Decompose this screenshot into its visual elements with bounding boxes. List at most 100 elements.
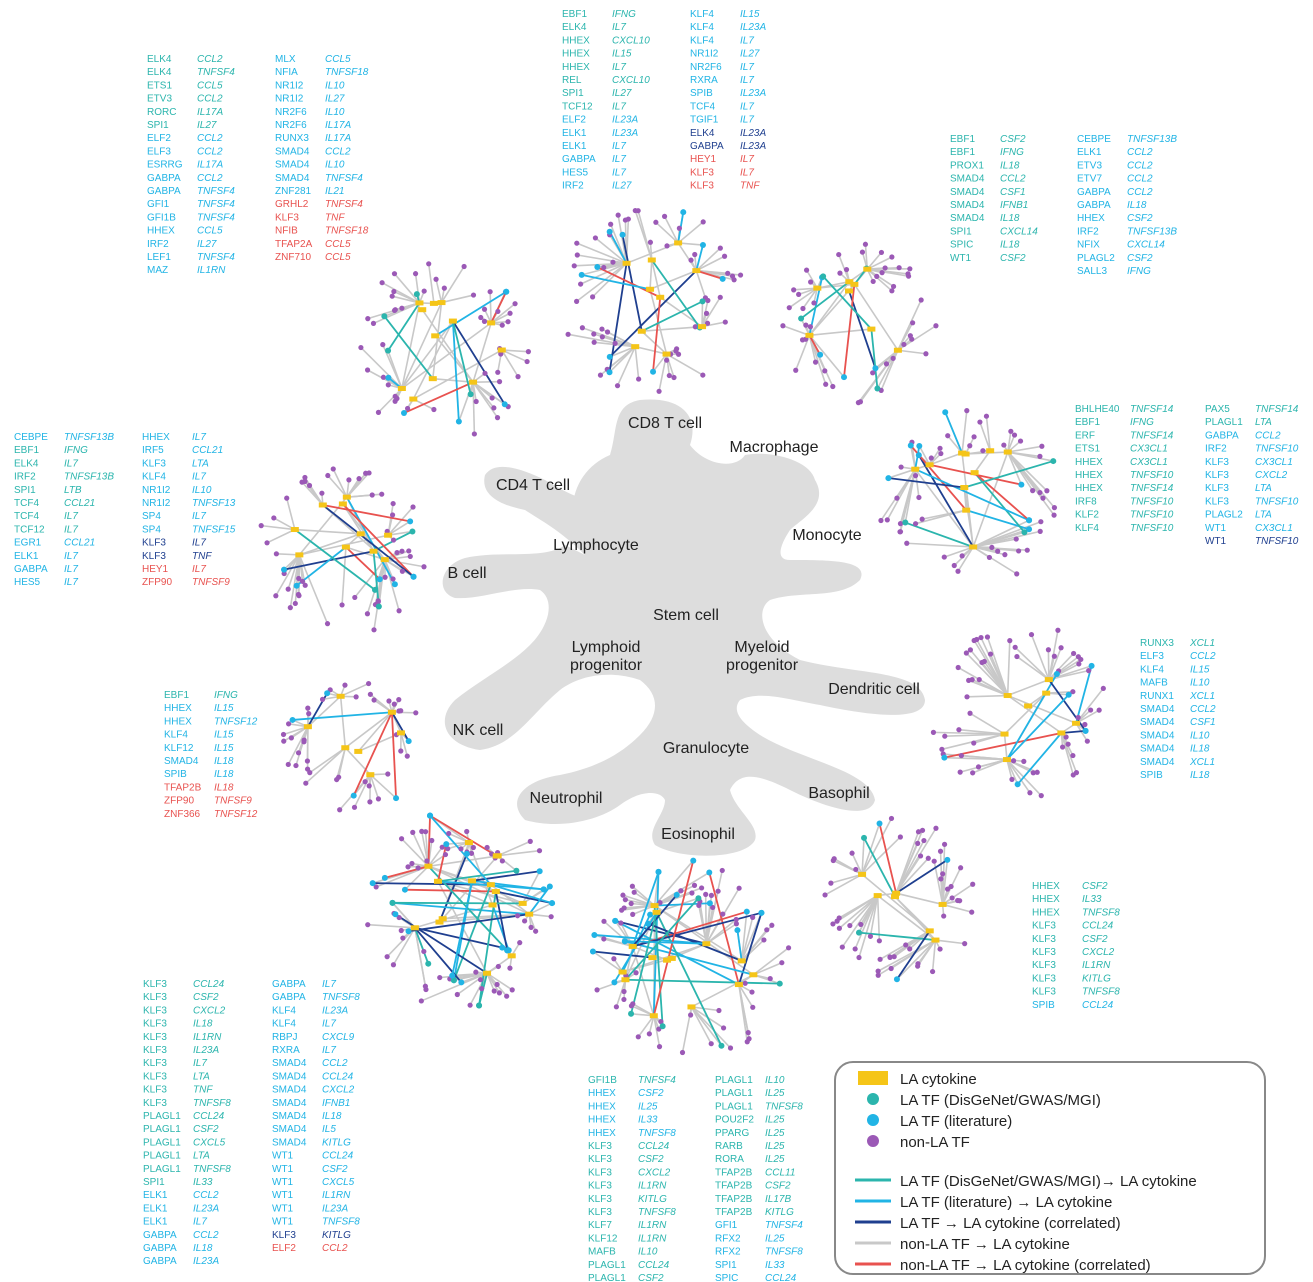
la-tf-node: [885, 475, 892, 482]
cytokine-node: [805, 332, 814, 338]
la-tf-node: [455, 418, 462, 425]
cytokine-name: IL7: [64, 551, 78, 562]
tf-node: [346, 477, 352, 483]
cytokine-name: TNFSF4: [325, 199, 363, 210]
edge-non-la: [401, 302, 443, 389]
tf-node: [441, 285, 447, 291]
edge-la: [651, 259, 701, 329]
tf-node: [967, 443, 973, 449]
tf-node: [1012, 644, 1018, 650]
tf-node: [898, 464, 904, 470]
tf-name: HEY1: [142, 564, 169, 575]
cytokine-name: TNFSF13B: [1127, 226, 1177, 237]
edge-non-la: [327, 475, 348, 498]
edge-non-la: [490, 303, 516, 324]
edge-non-la: [346, 494, 373, 498]
edge-la: [391, 711, 410, 742]
tf-name: WT1: [1205, 523, 1227, 534]
cytokine-name: TNF: [740, 181, 760, 192]
tf-node: [392, 307, 398, 313]
tf-node: [853, 866, 859, 873]
la-tf-node: [540, 886, 547, 893]
tf-node: [822, 892, 828, 898]
la-tf-node: [645, 920, 652, 927]
cytokine-name: TNFSF4: [325, 173, 363, 184]
tf-node: [614, 383, 621, 389]
cytokine-name: CCL2: [322, 1243, 348, 1254]
edge-non-la: [635, 345, 667, 355]
cytokine-name: IFNB1: [1000, 200, 1028, 211]
tf-node: [964, 694, 970, 700]
tf-node: [364, 611, 371, 617]
cytokine-node: [867, 326, 876, 332]
edge-non-la: [965, 652, 1009, 697]
tf-name: SPIB: [1140, 770, 1163, 781]
tf-name: GABPA: [272, 992, 306, 1003]
cytokine-name: CCL24: [638, 1141, 670, 1152]
tf-name: BHLHE40: [1075, 404, 1120, 415]
tf-name: ELK1: [143, 1217, 168, 1228]
tf-node: [722, 319, 728, 325]
tf-name: NR2F6: [690, 62, 722, 73]
edge-non-la: [808, 334, 845, 378]
tf-node: [716, 1007, 722, 1014]
la-tf-node: [409, 528, 416, 535]
edge-la: [652, 297, 662, 372]
cytokine-name: TNF: [193, 1085, 213, 1096]
tf-name: GFI1B: [588, 1075, 617, 1086]
tf-name: TGIF1: [690, 115, 719, 126]
edge-non-la: [594, 934, 633, 948]
tf-name: SMAD4: [272, 1058, 307, 1069]
cytokine-node: [338, 501, 347, 507]
cytokine-name: TNFSF13B: [64, 472, 114, 483]
edge-non-la: [401, 302, 421, 389]
tf-name: HHEX: [164, 703, 192, 714]
tf-name: WT1: [272, 1203, 294, 1214]
la-tf-node: [776, 980, 783, 987]
cytokine-node: [341, 544, 350, 550]
cytokine-name: CXCL5: [322, 1177, 355, 1188]
edge-la: [918, 454, 974, 548]
edge-non-la: [652, 353, 668, 373]
edge-la: [453, 884, 492, 981]
tf-node: [391, 701, 397, 707]
cytokine-name: IL25: [765, 1115, 785, 1126]
tf-node: [499, 322, 505, 328]
edge-non-la: [909, 445, 917, 470]
la-tf-node: [612, 917, 619, 924]
tf-node: [507, 965, 513, 971]
tf-name: NR2F6: [275, 107, 307, 118]
edge-la: [1006, 694, 1070, 761]
cytokine-node: [448, 318, 457, 324]
cytokine-name: CSF2: [193, 992, 219, 1003]
edge-non-la: [690, 1006, 723, 1047]
region-lymphocyte: Lymphocyte: [553, 537, 639, 554]
tf-name: HHEX: [588, 1115, 616, 1126]
cytokine-node: [618, 969, 627, 975]
tf-name: KLF3: [1205, 470, 1229, 481]
tf-node: [859, 249, 866, 255]
cytokine-name: IL23A: [322, 1005, 348, 1016]
tf-node: [700, 219, 706, 225]
tf-name: SMAD4: [1140, 757, 1175, 768]
tf-name: KLF3: [143, 1071, 167, 1082]
cytokine-node: [397, 385, 406, 391]
tf-node: [703, 310, 710, 316]
tf-node: [879, 270, 885, 276]
edge-la: [1006, 673, 1058, 761]
edge-non-la: [307, 695, 342, 728]
edge-non-la: [472, 381, 495, 409]
tf-name: HHEX: [1077, 213, 1105, 224]
la-tf-node: [389, 899, 396, 906]
cytokine-name: IL33: [193, 1177, 213, 1188]
cytokine-name: TNFSF4: [197, 252, 235, 263]
cytokine-name: IFNG: [1127, 266, 1151, 277]
tf-name: SPIB: [690, 88, 713, 99]
cytokine-name: CSF2: [1000, 253, 1026, 264]
tf-node: [307, 770, 313, 776]
cytokine-node: [428, 376, 437, 382]
edge-la: [888, 477, 965, 489]
tf-node: [337, 807, 343, 813]
cytokine-name: IL7: [740, 35, 754, 46]
